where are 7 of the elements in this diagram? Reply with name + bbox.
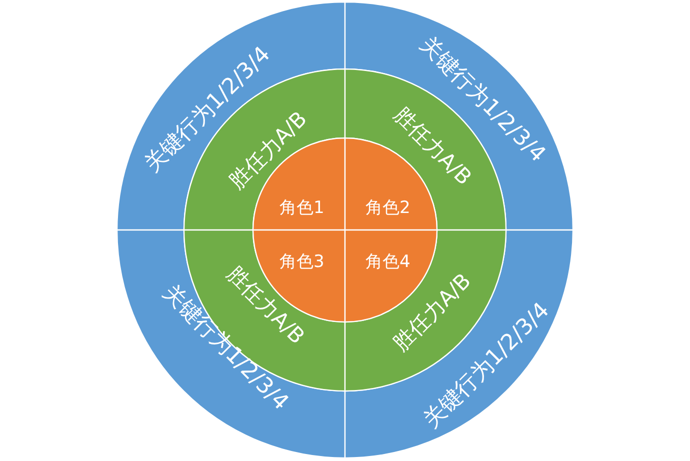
sector-label: 角色1 bbox=[280, 200, 324, 216]
sector-label: 角色4 bbox=[366, 254, 410, 270]
sector-label: 角色3 bbox=[280, 254, 324, 270]
sector-label: 胜任力A/B bbox=[390, 104, 474, 188]
sector-label: 胜任力A/B bbox=[390, 270, 474, 354]
sector-label: 角色2 bbox=[366, 200, 410, 216]
sector-label: 胜任力A/B bbox=[226, 108, 310, 192]
